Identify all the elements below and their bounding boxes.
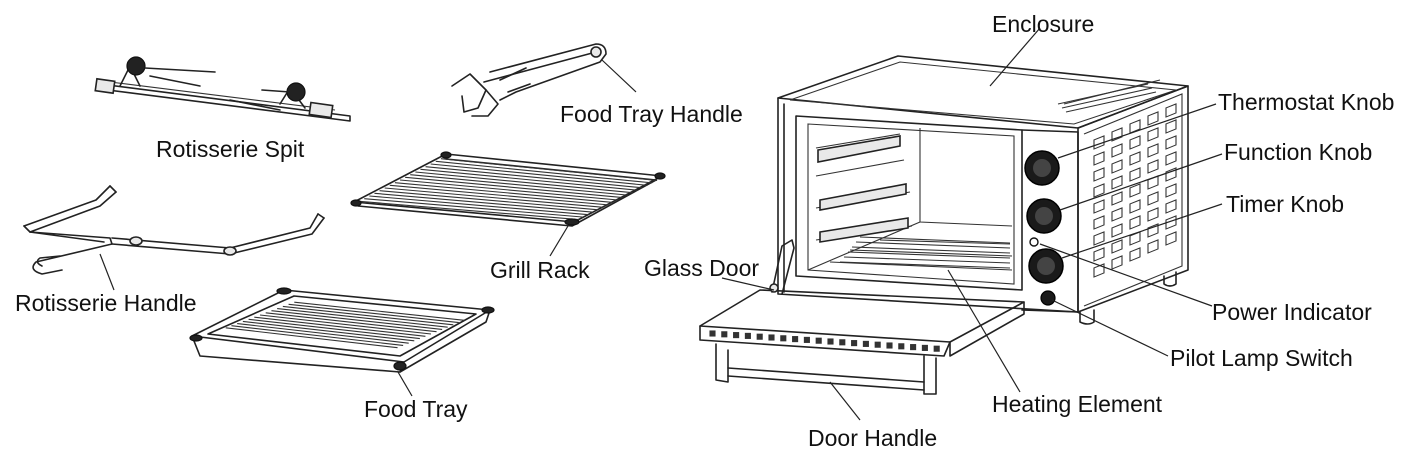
rotisserie-spit-drawing [94, 56, 351, 122]
power-indicator-label: Power Indicator [1212, 299, 1372, 325]
grill-rack-label: Grill Rack [490, 257, 590, 283]
function-knob [1026, 198, 1062, 234]
power-indicator [1029, 237, 1039, 247]
thermostat-knob [1024, 150, 1060, 186]
glass-door-drawing [699, 239, 1025, 395]
food-tray-handle-drawing [451, 43, 607, 117]
timer-knob-label: Timer Knob [1226, 191, 1344, 217]
glass-door-label: Glass Door [644, 255, 759, 281]
food-tray-handle-label: Food Tray Handle [560, 101, 743, 127]
enclosure-label: Enclosure [992, 11, 1094, 37]
oven-drawing [777, 55, 1189, 325]
top-vent [1057, 83, 1157, 113]
food-tray-label: Food Tray [364, 396, 468, 422]
heating-element-label: Heating Element [992, 391, 1163, 417]
rotisserie-handle-drawing [23, 185, 325, 275]
grill-rack-drawing [350, 151, 666, 227]
pilot-lamp-switch-label: Pilot Lamp Switch [1170, 345, 1353, 371]
pilot-lamp-switch [1040, 290, 1056, 306]
rotisserie-handle-label: Rotisserie Handle [15, 290, 197, 316]
thermostat-knob-label: Thermostat Knob [1218, 89, 1394, 115]
function-knob-label: Function Knob [1224, 139, 1372, 165]
food-tray-drawing [189, 287, 495, 373]
door-handle-label: Door Handle [808, 425, 937, 451]
rotisserie-spit-label: Rotisserie Spit [156, 136, 305, 162]
timer-knob [1028, 248, 1064, 284]
